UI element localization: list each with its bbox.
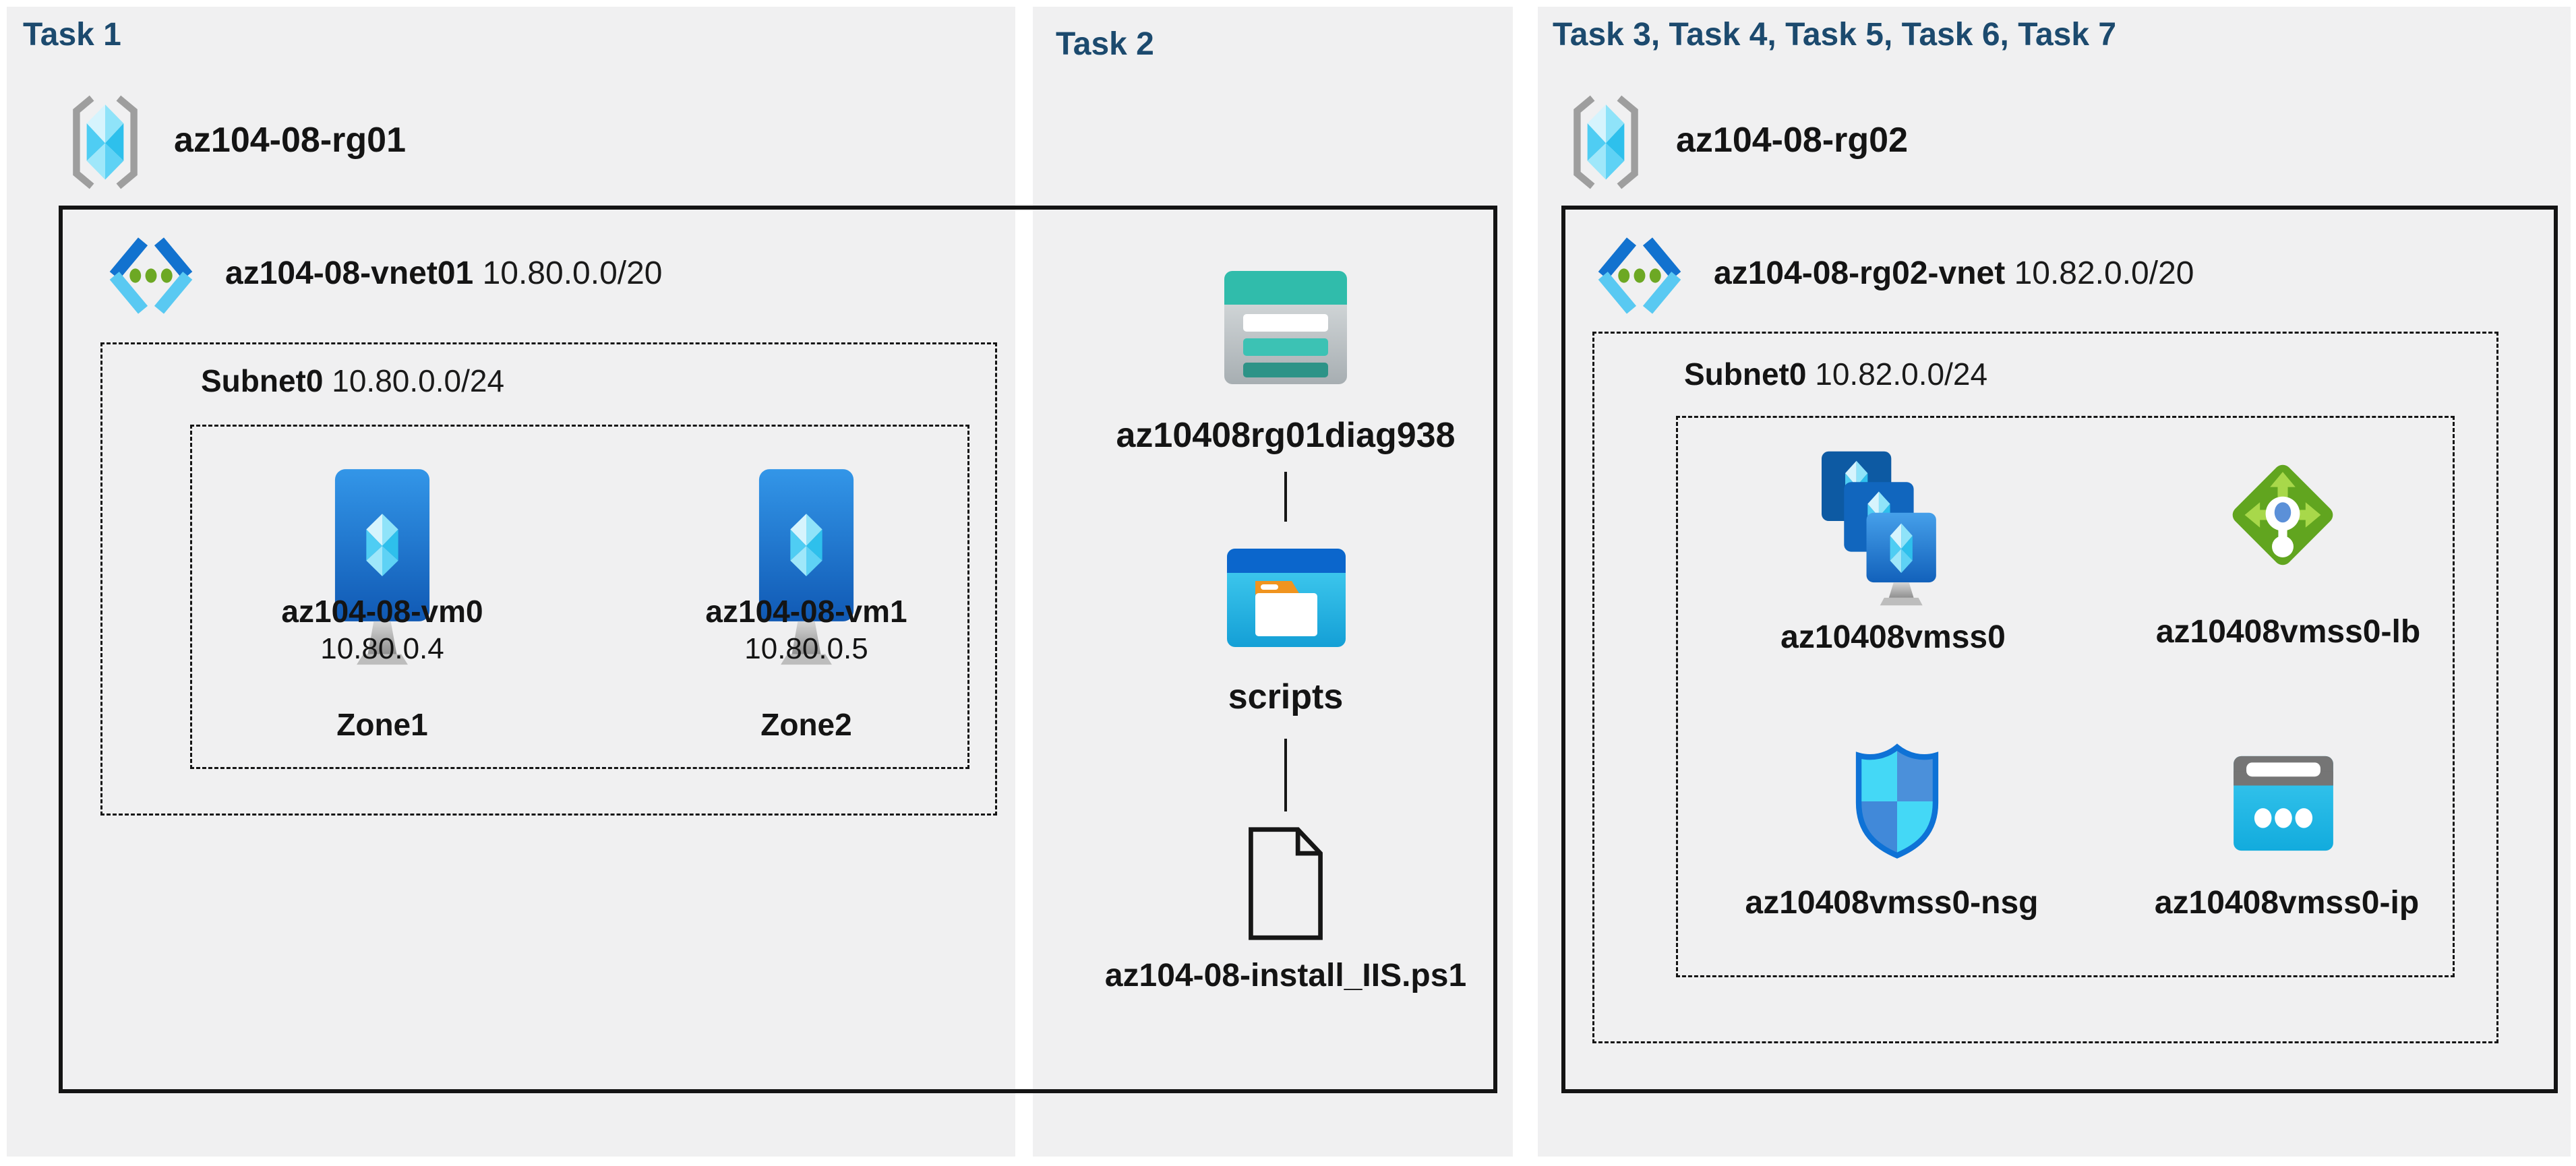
file-icon xyxy=(1245,826,1327,941)
rg02-vnet-label: az104-08-rg02-vnet 10.82.0.0/20 xyxy=(1714,255,2194,292)
vm-zone-box xyxy=(190,425,969,769)
subnet0-cidr: 10.80.0.0/24 xyxy=(332,363,505,398)
subnet0-label-rg01: Subnet0 10.80.0.0/24 xyxy=(201,363,504,399)
public-ip-icon xyxy=(2231,755,2335,852)
lb-label: az10408vmss0-lb xyxy=(2155,614,2421,650)
subnet0-rg02-name: Subnet0 xyxy=(1684,357,1807,392)
vm-icon xyxy=(333,467,431,673)
nsg-label: az10408vmss0-nsg xyxy=(1745,885,2039,921)
resource-group-icon xyxy=(1561,94,1650,190)
task1-title: Task 1 xyxy=(23,17,121,53)
rg02-label: az104-08-rg02 xyxy=(1676,121,1908,160)
rg01-boundary-box xyxy=(59,206,1497,1093)
subnet0-name: Subnet0 xyxy=(201,363,324,398)
vm-icon xyxy=(757,467,856,673)
vm0-zone: Zone1 xyxy=(336,707,428,742)
subnet0-rg02-cidr: 10.82.0.0/24 xyxy=(1815,357,1988,392)
subnet0-box-rg01 xyxy=(100,342,997,816)
vmss-icon xyxy=(1814,450,1948,607)
container-label: scripts xyxy=(1228,677,1344,716)
storage-account-icon xyxy=(1223,270,1348,386)
vnet01-name: az104-08-vnet01 xyxy=(225,255,474,291)
vm1-ip: 10.80.0.5 xyxy=(744,632,868,665)
virtual-network-icon xyxy=(101,237,201,314)
connector-storage-scripts xyxy=(1284,472,1287,522)
vm1-zone: Zone2 xyxy=(760,707,852,742)
vmss-resources-box xyxy=(1676,416,2455,977)
subnet0-box-rg02 xyxy=(1592,332,2498,1043)
load-balancer-icon xyxy=(2219,442,2346,588)
vmss-label: az10408vmss0 xyxy=(1780,619,2006,655)
vm1-name: az104-08-vm1 xyxy=(705,594,907,629)
subnet0-label-rg02: Subnet0 10.82.0.0/24 xyxy=(1684,356,1987,392)
storage-account-label: az10408rg01diag938 xyxy=(1116,416,1456,455)
rg02-boundary-box xyxy=(1561,206,2558,1093)
connector-scripts-file xyxy=(1284,739,1287,811)
vnet01-label: az104-08-vnet01 10.80.0.0/20 xyxy=(225,255,662,292)
vm0-name: az104-08-vm0 xyxy=(281,594,483,629)
vnet01-cidr: 10.80.0.0/20 xyxy=(482,255,663,291)
rg01-label: az104-08-rg01 xyxy=(174,121,406,160)
virtual-network-icon xyxy=(1590,237,1689,314)
nsg-shield-icon xyxy=(1850,739,1944,864)
task3-title: Task 3, Task 4, Task 5, Task 6, Task 7 xyxy=(1553,17,2117,53)
vm0-ip: 10.80.0.4 xyxy=(320,632,444,665)
rg02-vnet-name: az104-08-rg02-vnet xyxy=(1714,255,2006,291)
task2-title: Task 2 xyxy=(1056,26,1154,62)
task3-panel xyxy=(1538,7,2571,1157)
script-file-label: az104-08-install_IIS.ps1 xyxy=(1104,958,1467,993)
rg02-vnet-cidr: 10.82.0.0/20 xyxy=(2014,255,2194,291)
public-ip-label: az10408vmss0-ip xyxy=(2154,885,2420,921)
resource-group-icon xyxy=(61,94,150,190)
blob-container-icon xyxy=(1226,547,1347,648)
